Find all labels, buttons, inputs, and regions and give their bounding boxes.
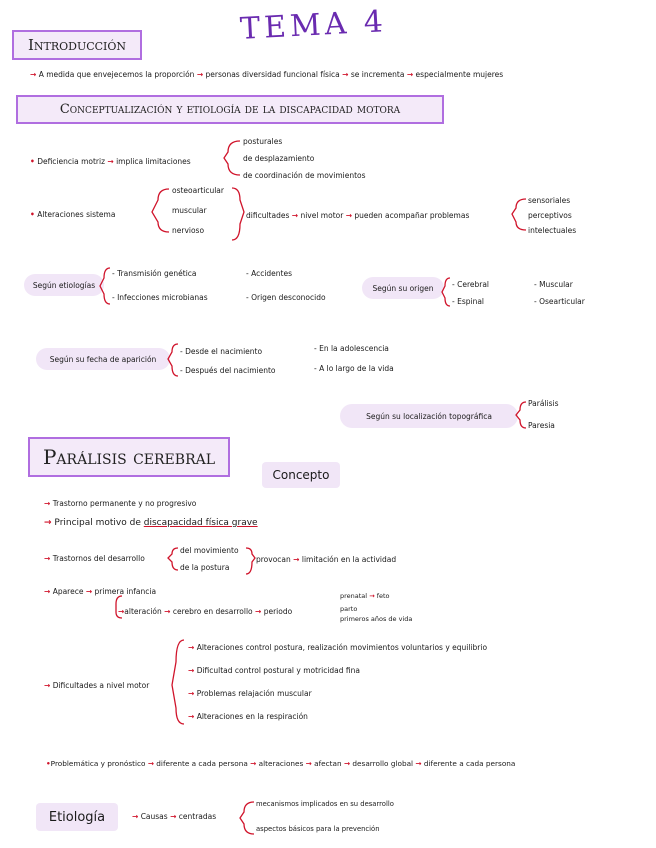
concepto-line-1: → Trastorno permanente y no progresivo bbox=[44, 499, 197, 508]
alteraciones-item: osteoarticular bbox=[172, 186, 224, 195]
provocan-line: provocan → limitación en la actividad bbox=[256, 555, 397, 564]
dificultades-item: → Alteraciones en la respiración bbox=[188, 712, 308, 721]
brace-etiologias bbox=[99, 267, 111, 305]
localizacion-label: Según su localización topográfica bbox=[340, 404, 518, 428]
etiologias-item: - Accidentes bbox=[246, 269, 293, 278]
deficiencia-line: • Deficiencia motriz → implica limitacio… bbox=[30, 157, 191, 166]
fecha-label: Según su fecha de aparición bbox=[36, 348, 170, 370]
brace-alteracion bbox=[115, 595, 123, 619]
section-introduccion: Introducción bbox=[12, 30, 142, 60]
fecha-item: - En la adolescencia bbox=[314, 344, 389, 353]
alteraciones-label: • Alteraciones sistema bbox=[30, 210, 116, 219]
brace-etio bbox=[239, 801, 255, 835]
desarrollo-item: del movimiento bbox=[180, 546, 239, 555]
origen-item: - Muscular bbox=[534, 280, 573, 289]
brace-problems bbox=[511, 198, 527, 231]
deficiencia-item: posturales bbox=[243, 137, 283, 146]
origen-item: - Cerebral bbox=[452, 280, 489, 289]
causas-line: → Causas → centradas bbox=[132, 812, 217, 821]
periodo-item: primeros años de vida bbox=[340, 615, 413, 623]
etio-item: mecanismos implicados en su desarrollo bbox=[256, 800, 394, 808]
localizacion-item: Parálisis bbox=[528, 399, 559, 408]
alteraciones-chain: dificultades → nivel motor → pueden acom… bbox=[246, 211, 470, 220]
dificultades-item: → Problemas relajación muscular bbox=[188, 689, 312, 698]
dificultades-item: → Dificultad control postural y motricid… bbox=[188, 666, 360, 675]
problem-item: intelectuales bbox=[528, 226, 577, 235]
deficiencia-item: de desplazamiento bbox=[243, 154, 315, 163]
brace-desarrollo bbox=[167, 547, 179, 571]
brace-origen bbox=[441, 277, 451, 307]
etiologias-item: - Infecciones microbianas bbox=[112, 293, 208, 302]
etiologias-label: Según etiologías bbox=[24, 274, 104, 296]
problem-item: perceptivos bbox=[528, 211, 572, 220]
intro-line: → A medida que envejecemos la proporción… bbox=[30, 70, 504, 79]
fecha-item: - Desde el nacimiento bbox=[180, 347, 263, 356]
aparece-line: → Aparece → primera infancia bbox=[44, 587, 157, 596]
concepto-line-3: → Trastornos del desarrollo bbox=[44, 554, 145, 563]
periodo-item: parto bbox=[340, 605, 358, 613]
section-paralisis: Parálisis cerebral bbox=[28, 437, 230, 477]
origen-label: Según su origen bbox=[362, 277, 444, 299]
localizacion-item: Paresia bbox=[528, 421, 555, 430]
fecha-item: - A lo largo de la vida bbox=[314, 364, 394, 373]
brace-localizacion bbox=[515, 401, 527, 429]
brace-alteraciones bbox=[151, 188, 170, 233]
alteracion-line: →alteración → cerebro en desarrollo → pe… bbox=[118, 607, 293, 616]
periodo-item: prenatal → feto bbox=[340, 592, 390, 600]
origen-item: - Osearticular bbox=[534, 297, 585, 306]
brace-fecha bbox=[167, 343, 179, 377]
dificultades-label: → Dificultades a nivel motor bbox=[44, 681, 150, 690]
problematica-line: •Problemática y pronóstico → diferente a… bbox=[46, 759, 516, 768]
brace-desarrollo-right bbox=[245, 547, 256, 575]
fecha-item: - Después del nacimiento bbox=[180, 366, 276, 375]
deficiencia-item: de coordinación de movimientos bbox=[243, 171, 366, 180]
brace-deficiencia bbox=[223, 140, 241, 176]
alteraciones-item: nervioso bbox=[172, 226, 205, 235]
brace-dificultades bbox=[171, 639, 185, 725]
section-conceptualizacion: Conceptualización y etiología de la disc… bbox=[16, 95, 444, 124]
brace-alteraciones-right bbox=[231, 187, 245, 241]
alteraciones-item: muscular bbox=[172, 206, 207, 215]
dificultades-item: → Alteraciones control postura, realizac… bbox=[188, 643, 488, 652]
etiologias-item: - Origen desconocido bbox=[246, 293, 326, 302]
section-etiologia: Etiología bbox=[36, 803, 118, 831]
desarrollo-item: de la postura bbox=[180, 563, 230, 572]
etiologias-item: - Transmisión genética bbox=[112, 269, 197, 278]
problem-item: sensoriales bbox=[528, 196, 571, 205]
concepto-line-2: → Principal motivo de discapacidad físic… bbox=[44, 518, 258, 528]
etio-item: aspectos básicos para la prevención bbox=[256, 825, 380, 833]
origen-item: - Espinal bbox=[452, 297, 485, 306]
concepto-label: Concepto bbox=[262, 462, 340, 488]
